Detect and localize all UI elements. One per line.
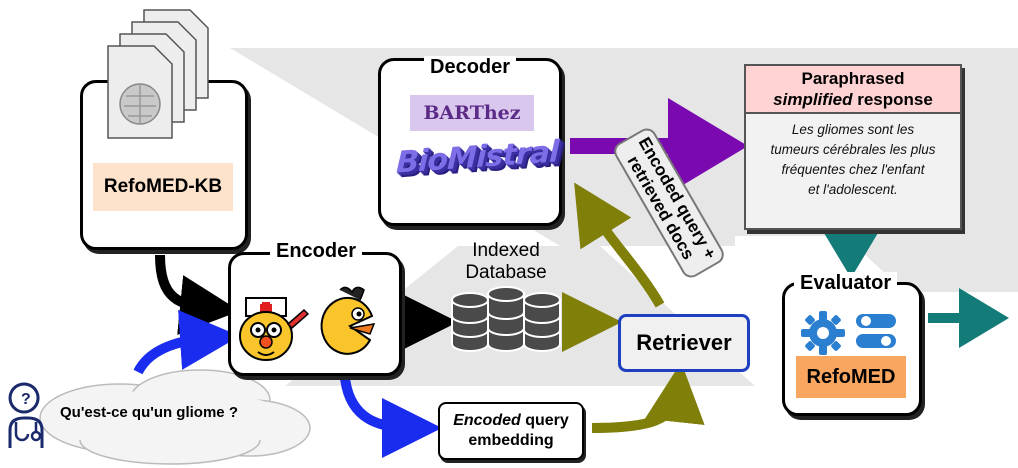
decoder-box bbox=[378, 58, 562, 226]
toggle-icon bbox=[856, 314, 896, 348]
query-embedding-italic: Encoded bbox=[453, 412, 521, 429]
response-line-2: tumeurs cérébrales les plus bbox=[770, 142, 936, 157]
gear-icon bbox=[801, 311, 845, 355]
biomistral-logo: BioMistral bbox=[395, 134, 559, 181]
response-line-1: Les gliomes sont les bbox=[791, 122, 915, 137]
retriever-box: Retriever bbox=[618, 314, 750, 372]
response-title-rest: response bbox=[852, 90, 933, 109]
response-body: Les gliomes sont les tumeurs cérébrales … bbox=[746, 114, 960, 200]
response-title-line2: simplified response bbox=[746, 89, 960, 110]
response-line-4: et l'adolescent. bbox=[808, 182, 898, 197]
stethoscope-user-icon: ? bbox=[8, 382, 44, 448]
response-header: Paraphrased simplified response bbox=[746, 66, 960, 114]
svg-text:?: ? bbox=[21, 391, 31, 408]
question-to-encoder-arrow bbox=[133, 310, 240, 375]
barthez-logo: BARThez bbox=[410, 95, 534, 131]
database-icon bbox=[451, 286, 561, 352]
response-title-italic: simplified bbox=[773, 90, 853, 109]
query-embedding-line1: Encoded query bbox=[440, 411, 582, 431]
embedding-to-retriever-arrow bbox=[591, 362, 705, 433]
response-title-line1: Paraphrased bbox=[801, 69, 905, 88]
refomed-label: RefoMED bbox=[796, 356, 906, 398]
query-embedding-line2: embedding bbox=[468, 432, 554, 449]
pacman-bird-icon bbox=[320, 286, 376, 355]
question-text: Qu'est-ce qu'un gliome ? bbox=[60, 404, 238, 421]
db-label-line1: Indexed bbox=[472, 240, 540, 261]
decoder-title: Decoder bbox=[424, 56, 517, 79]
response-box: Paraphrased simplified response Les glio… bbox=[744, 64, 962, 230]
encoder-to-embedding-arrow bbox=[340, 377, 442, 458]
query-embedding-rest: query bbox=[520, 412, 569, 429]
wikipedia-docs-icon bbox=[107, 9, 209, 139]
response-line-3: fréquentes chez l'enfant bbox=[781, 162, 925, 177]
kb-to-encoder-arrow bbox=[155, 254, 240, 335]
query-embedding-box: Encoded query embedding bbox=[438, 402, 584, 460]
evaluator-title: Evaluator bbox=[794, 272, 898, 295]
kb-label: RefoMED-KB bbox=[93, 163, 233, 211]
nurse-robot-icon bbox=[239, 297, 310, 361]
db-label-line2: Database bbox=[465, 262, 547, 283]
encoder-title: Encoder bbox=[270, 240, 363, 263]
retriever-to-decoder-arrow bbox=[574, 182, 665, 308]
